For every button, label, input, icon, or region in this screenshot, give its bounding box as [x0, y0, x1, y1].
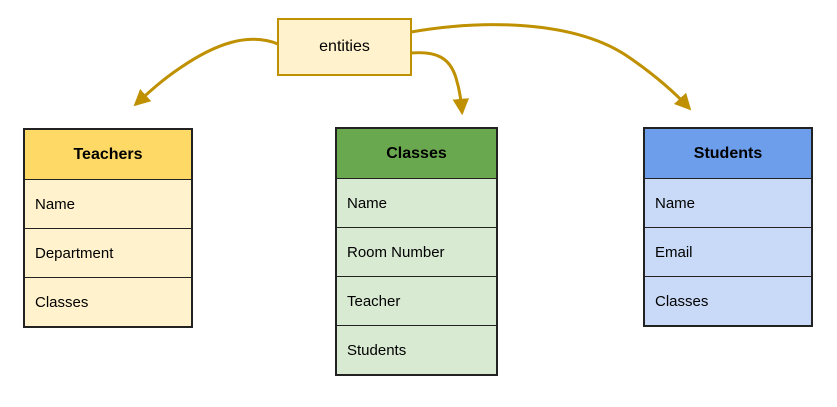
table-row: Teacher [337, 276, 496, 325]
table-row: Name [337, 178, 496, 227]
table-teachers-header: Teachers [25, 130, 191, 179]
table-students: Students Name Email Classes [643, 127, 813, 327]
table-row: Room Number [337, 227, 496, 276]
entities-box: entities [277, 18, 412, 76]
table-row: Name [25, 179, 191, 228]
entities-label: entities [319, 38, 370, 55]
table-row: Classes [645, 276, 811, 325]
arrow-entities-to-classes [409, 51, 470, 116]
arrow-entities-to-students [409, 23, 692, 111]
table-row: Classes [25, 277, 191, 326]
table-students-header: Students [645, 129, 811, 178]
table-classes-header: Classes [337, 129, 496, 178]
table-row: Students [337, 325, 496, 374]
arrow-entities-to-teachers [133, 37, 280, 107]
table-row: Name [645, 178, 811, 227]
table-row: Email [645, 227, 811, 276]
table-teachers: Teachers Name Department Classes [23, 128, 193, 328]
table-classes: Classes Name Room Number Teacher Student… [335, 127, 498, 376]
table-row: Department [25, 228, 191, 277]
